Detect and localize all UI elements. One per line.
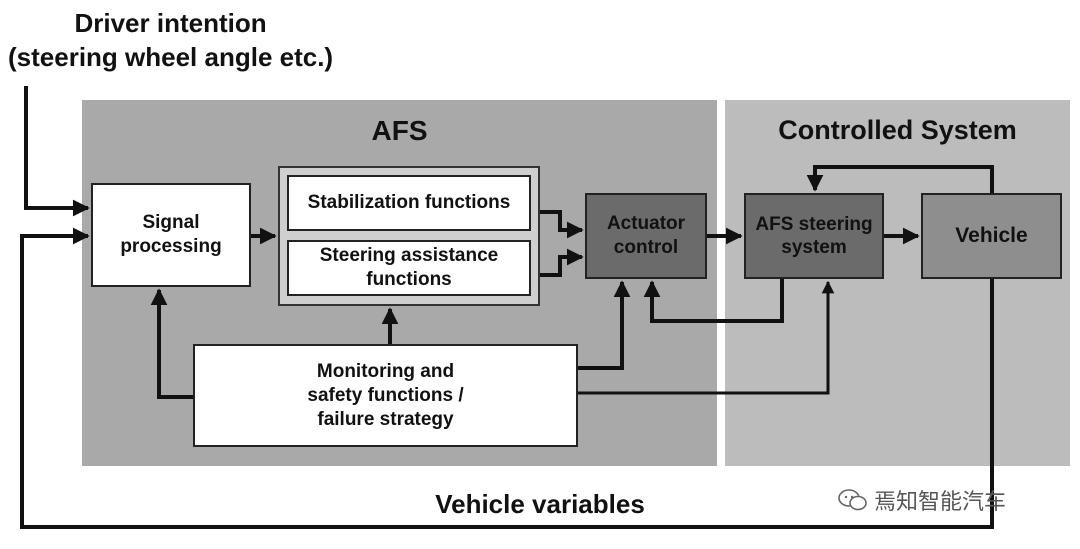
monitoring-to-steering-arrow: [578, 280, 835, 395]
stabilization-functions-block: Stabilization functions: [287, 175, 531, 231]
signal-processing-block: Signal processing: [91, 183, 251, 287]
afs-region-title: AFS: [371, 115, 428, 146]
controlled-system-title: Controlled System: [778, 115, 1017, 145]
actuator-control-block: Actuator control: [585, 193, 707, 279]
driver-intention-label: Driver intention (steering wheel angle e…: [8, 6, 333, 74]
monitoring-line1: Monitoring and: [316, 360, 455, 382]
driver-intention-line2: (steering wheel angle etc.): [8, 42, 334, 72]
stabilization-to-actuator-arrow: [540, 210, 584, 239]
wechat-icon: [838, 489, 867, 511]
monitoring-to-signal-arrow: [150, 288, 193, 399]
vehicle-variables-feedback-wire: [20, 227, 994, 529]
monitoring-to-actuator-arrow: [578, 280, 631, 370]
assistance-to-actuator-arrow: [540, 248, 584, 277]
afs-steering-system-block: AFS steering system: [744, 193, 884, 279]
vehicle-block: Vehicle: [921, 193, 1062, 279]
driver-input-arrow: [24, 86, 90, 217]
steering-to-actuator-feedback-arrow: [643, 279, 784, 323]
monitoring-line2: safety functions /: [307, 384, 464, 406]
watermark-text: 焉知智能汽车: [874, 489, 1007, 514]
vehicle-variables-label: Vehicle variables: [435, 489, 645, 519]
driver-intention-line1: Driver intention: [74, 8, 267, 38]
watermark: 焉知智能汽车: [838, 484, 1006, 516]
vehicle-to-steering-feedback-arrow: [806, 165, 994, 193]
monitoring-safety-block: Monitoring and safety functions / failur…: [193, 344, 578, 447]
steering-assistance-functions-block: Steering assistance functions: [287, 240, 531, 296]
monitoring-line3: failure strategy: [317, 408, 454, 430]
